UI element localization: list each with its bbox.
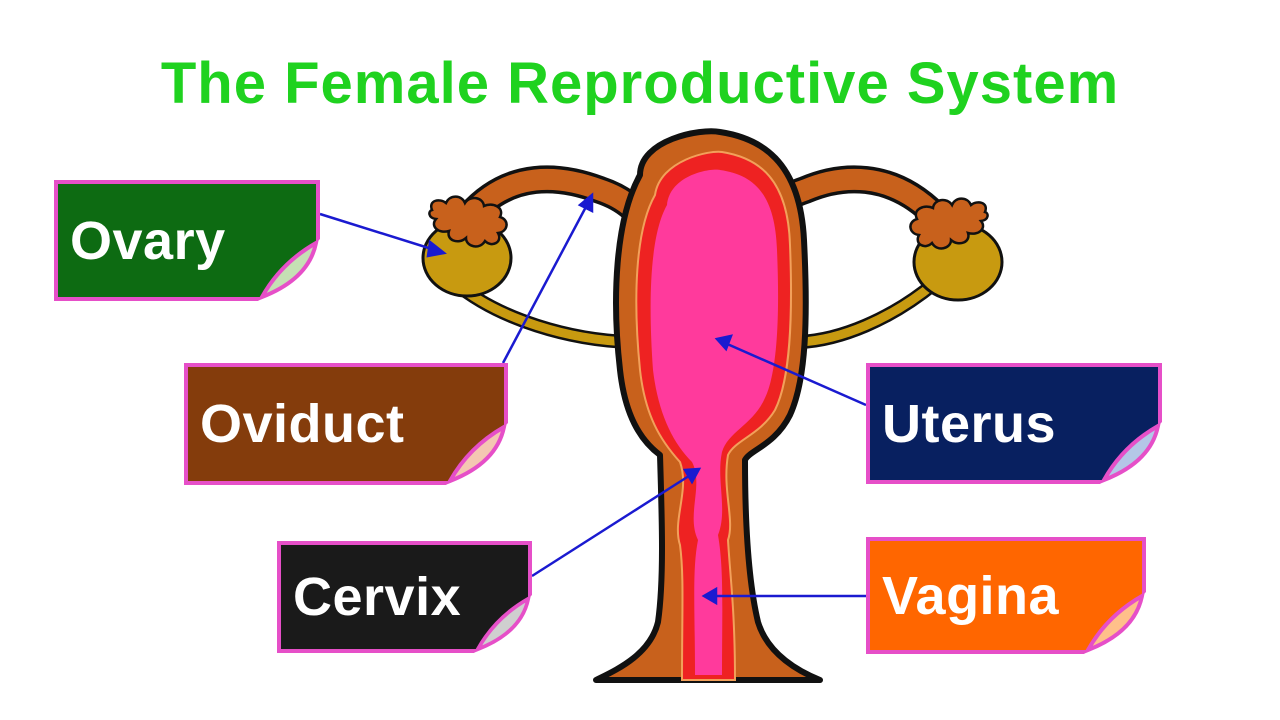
diagram-title: The Female Reproductive System [160,51,1120,116]
ovary-arrow-line [319,212,436,252]
uterus-label-box: Uterus [866,363,1162,484]
cervix-label-box: Cervix [277,541,532,653]
vagina-arrowhead [701,586,718,606]
ovary-label-box: Ovary [54,180,320,301]
page-curl-icon [258,239,320,301]
oviduct-arrow-line [501,202,590,364]
cervix-label: Cervix [293,567,462,627]
cervix-arrowhead [682,467,702,485]
uterus-arrow-line [724,341,867,407]
oviduct-arrowhead [577,192,594,214]
uterus-arrowhead [714,334,733,352]
oviduct-label: Oviduct [200,394,405,454]
ovary-label: Ovary [70,210,226,271]
page-curl-icon [1100,422,1162,484]
right-ovarian-ligament [793,276,942,349]
cervix-arrow-line [531,472,693,578]
ovary-arrowhead [426,239,447,258]
left-fimbriae [428,195,508,248]
vagina-label: Vagina [882,565,1060,626]
uterus-label: Uterus [882,393,1057,454]
uterine-cavity [650,169,779,675]
page-curl-icon [446,423,508,485]
pointer-arrows [319,192,867,606]
right-fimbriae [909,197,989,250]
oviduct-label-box: Oviduct [184,363,508,485]
page-curl-icon [1084,592,1146,654]
vagina-label-box: Vagina [866,537,1146,654]
page-curl-icon [474,595,532,653]
